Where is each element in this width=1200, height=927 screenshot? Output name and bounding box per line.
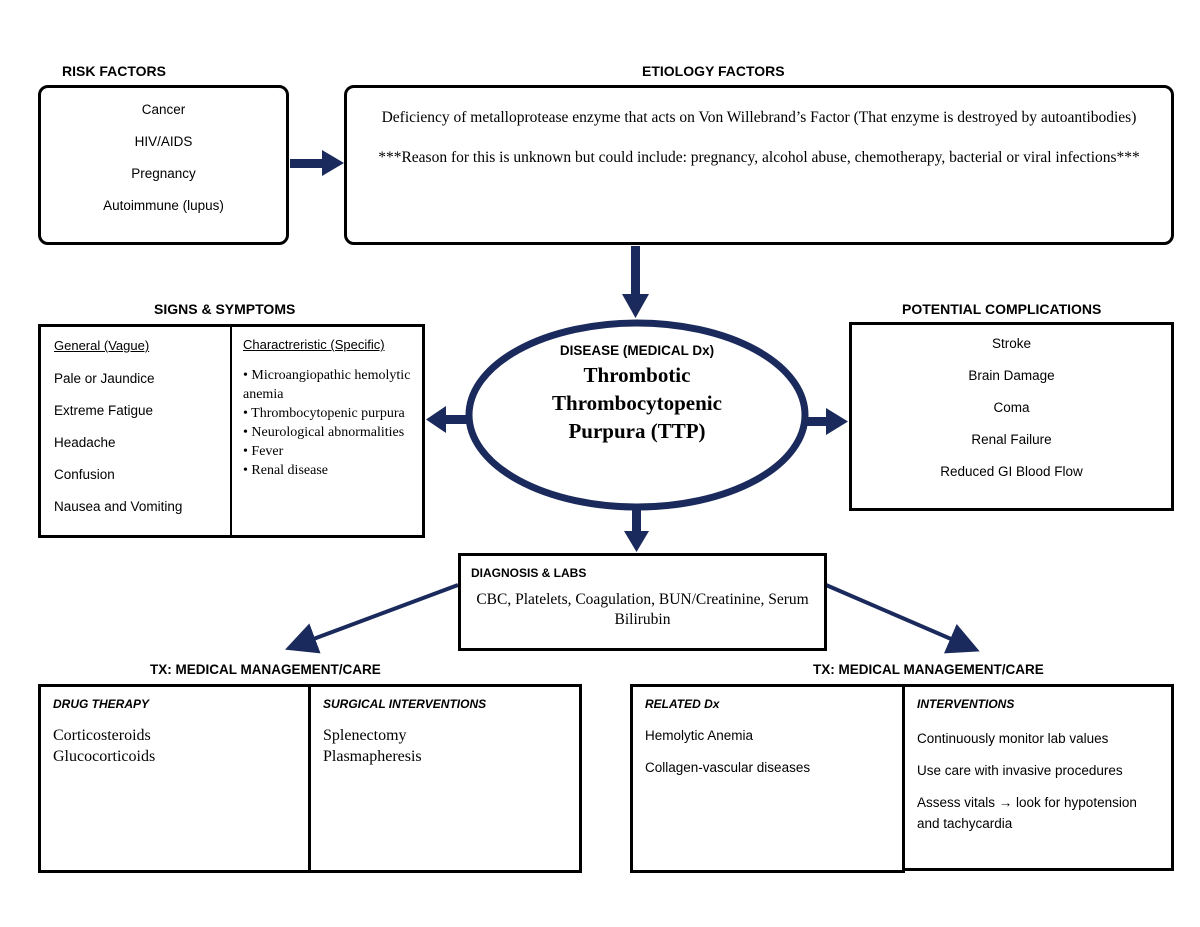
intervention-item: Use care with invasive procedures	[917, 763, 1123, 778]
complication-item: Renal Failure	[971, 432, 1052, 447]
arrow-risk-to-etiology	[290, 150, 344, 176]
signs-specific-header: Charactreristic (Specific)	[243, 337, 385, 352]
arrow-disease-to-diagnosis	[624, 509, 649, 552]
risk-factors-title: RISK FACTORS	[62, 63, 166, 79]
etiology-box: Deficiency of metalloprotease enzyme tha…	[344, 85, 1174, 245]
arrow-diagnosis-to-left-tx	[285, 583, 459, 654]
complication-item: Coma	[993, 400, 1030, 415]
diagnosis-title: DIAGNOSIS & LABS	[471, 566, 587, 580]
tx-left-title: TX: MEDICAL MANAGEMENT/CARE	[150, 662, 381, 677]
arrow-disease-to-signs	[426, 406, 468, 433]
intervention-item: Assess vitals → look for hypotension and…	[917, 795, 1137, 831]
related-dx-item: Hemolytic Anemia	[645, 728, 754, 743]
signs-general-header: General (Vague)	[54, 338, 150, 353]
disease-name-line-2: Thrombocytopenic	[552, 391, 722, 415]
signs-specific-box: Charactreristic (Specific) • Microangiop…	[230, 324, 425, 538]
drug-item: Corticosteroids	[53, 727, 151, 744]
surgical-header: SURGICAL INTERVENTIONS	[323, 697, 487, 711]
surgical-item: Splenectomy	[323, 727, 407, 744]
disease-ellipse	[465, 319, 809, 511]
risk-factor-item: Autoimmune (lupus)	[103, 198, 224, 213]
etiology-line-1: Deficiency of metalloprotease enzyme tha…	[381, 109, 1137, 126]
etiology-title: ETIOLOGY FACTORS	[642, 63, 785, 79]
arrow-disease-to-complications	[804, 408, 848, 435]
drug-therapy-header: DRUG THERAPY	[53, 697, 150, 711]
related-dx-item: Collagen-vascular diseases	[645, 760, 811, 775]
sign-item: Extreme Fatigue	[54, 403, 154, 418]
risk-factor-item: Pregnancy	[131, 166, 196, 181]
specific-sign-item: • Renal disease	[243, 463, 328, 478]
diagnosis-text: CBC, Platelets, Coagulation, BUN/Creatin…	[476, 591, 809, 628]
tx-right-title: TX: MEDICAL MANAGEMENT/CARE	[813, 662, 1044, 677]
related-dx-header: RELATED Dx	[645, 697, 720, 711]
disease-label: DISEASE (MEDICAL Dx)	[559, 343, 715, 358]
interventions-header: INTERVENTIONS	[917, 697, 1015, 711]
disease-name-line-3: Purpura (TTP)	[568, 419, 706, 443]
specific-sign-item: • Fever	[243, 444, 284, 459]
disease-content: DISEASE (MEDICAL Dx) Thrombotic Thromboc…	[470, 343, 804, 445]
disease-name-line-1: Thrombotic	[583, 363, 691, 387]
risk-factor-item: HIV/AIDS	[134, 134, 193, 149]
specific-sign-item: • Microangiopathic hemolytic anemia	[243, 368, 411, 402]
arrow-diagnosis-to-right-tx	[825, 583, 980, 654]
sign-item: Confusion	[54, 467, 115, 482]
sign-item: Pale or Jaundice	[54, 371, 155, 386]
drug-item: Glucocorticoids	[53, 748, 156, 765]
arrow-etiology-to-disease	[622, 246, 649, 318]
etiology-line-2: ***Reason for this is unknown but could …	[378, 149, 1140, 166]
complication-item: Stroke	[991, 336, 1032, 351]
sign-item: Headache	[54, 435, 116, 450]
diagnosis-box: DIAGNOSIS & LABS CBC, Platelets, Coagula…	[458, 553, 827, 651]
specific-sign-item: • Neurological abnormalities	[243, 425, 405, 440]
complication-item: Brain Damage	[968, 368, 1055, 383]
surgical-item: Plasmapheresis	[323, 748, 422, 765]
signs-general-box: General (Vague) Pale or Jaundice Extreme…	[38, 324, 232, 538]
complications-title: POTENTIAL COMPLICATIONS	[902, 301, 1102, 317]
specific-sign-item: • Thrombocytopenic purpura	[243, 406, 405, 421]
complications-box: Stroke Brain Damage Coma Renal Failure R…	[849, 322, 1174, 511]
risk-factors-box: Cancer HIV/AIDS Pregnancy Autoimmune (lu…	[38, 85, 289, 245]
signs-title: SIGNS & SYMPTOMS	[154, 301, 296, 317]
intervention-item: Continuously monitor lab values	[917, 731, 1109, 746]
surgical-box: SURGICAL INTERVENTIONS Splenectomy Plasm…	[308, 684, 582, 873]
sign-item: Nausea and Vomiting	[54, 499, 183, 514]
interventions-box: INTERVENTIONS Continuously monitor lab v…	[902, 684, 1174, 871]
complication-item: Reduced GI Blood Flow	[940, 464, 1083, 479]
related-dx-box: RELATED Dx Hemolytic Anemia Collagen-vas…	[630, 684, 905, 873]
drug-therapy-box: DRUG THERAPY Corticosteroids Glucocortic…	[38, 684, 311, 873]
risk-factor-item: Cancer	[141, 102, 186, 117]
